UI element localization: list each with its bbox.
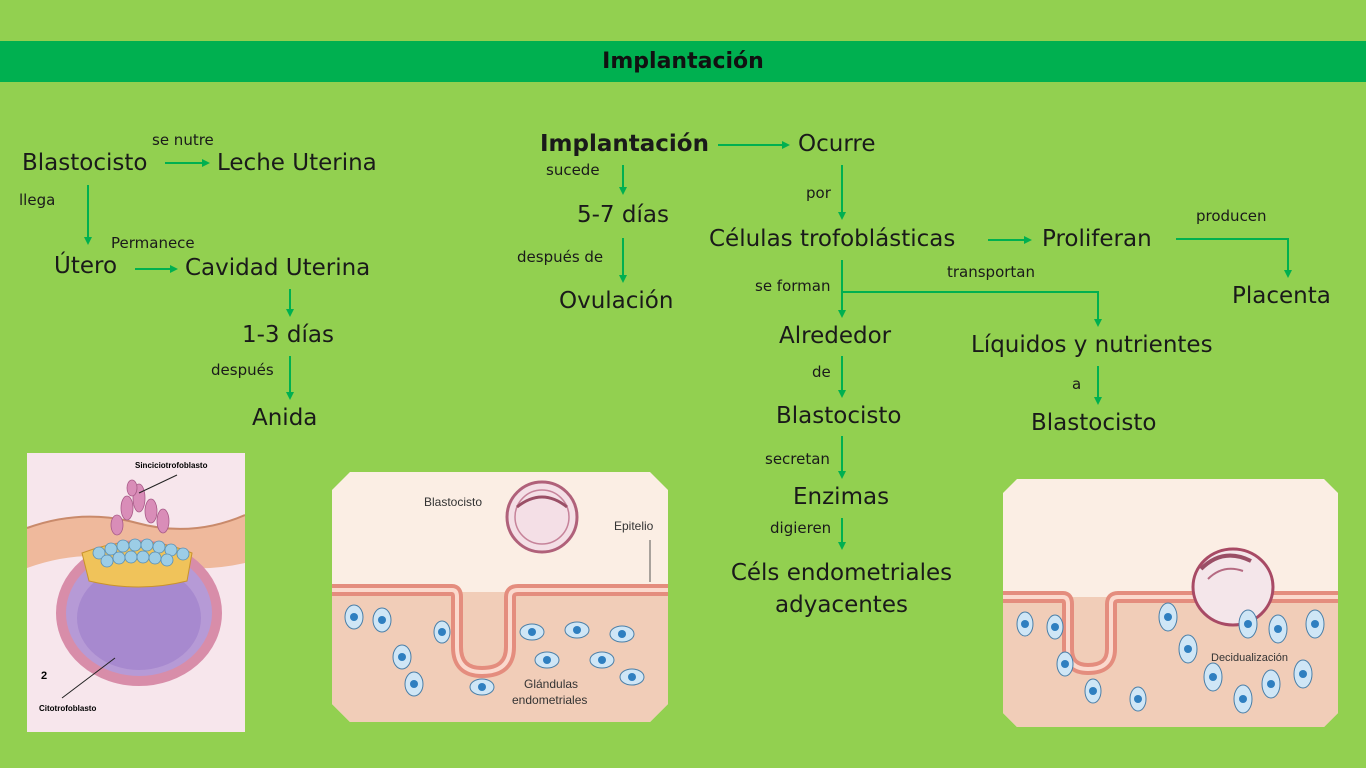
node-celulas-trofoblasticas: Células trofoblásticas [709,226,956,252]
label-a: a [1072,375,1082,393]
label-de: de [812,363,831,381]
node-utero: Útero [54,253,118,279]
node-liquidos-nutrientes: Líquidos y nutrientes [971,332,1213,358]
label-fig-blastocisto: Blastocisto [424,495,482,509]
node-cels-line2: adyacentes [775,592,908,618]
label-permanece: Permanece [111,234,195,252]
trophoblast-illustration: Sinciciotrofoblasto 2 Citotrofoblasto [27,453,245,732]
label-glandulas-1: Glándulas [524,677,578,691]
label-decidualizacion: Decidualización [1211,652,1288,664]
node-ovulacion: Ovulación [559,288,674,314]
arrow-proliferan-placenta [1176,238,1292,278]
label-sucede: sucede [546,161,600,179]
label-se-forman: se forman [755,277,831,295]
epithelium-illustration: Blastocisto Epitelio Glándulas endometri… [332,472,668,722]
label-epitelio: Epitelio [614,519,654,533]
node-alrededor: Alrededor [779,323,892,349]
node-placenta: Placenta [1232,283,1331,309]
node-proliferan: Proliferan [1042,226,1152,252]
node-cels-endometriales: Céls endometriales adyacentes [720,557,963,621]
node-5-7-dias: 5-7 días [577,202,669,228]
node-cavidad-uterina: Cavidad Uterina [185,255,371,281]
node-blastocisto: Blastocisto [22,150,148,176]
node-enzimas: Enzimas [793,484,890,510]
node-blastocisto-right-2: Blastocisto [1031,410,1157,436]
node-cels-line1: Céls endometriales [730,560,953,586]
node-ocurre: Ocurre [798,131,876,157]
label-secretan: secretan [765,450,830,468]
node-1-3-dias: 1-3 días [242,322,334,348]
label-producen: producen [1196,207,1267,225]
node-implantacion: Implantación [540,131,709,157]
label-por: por [806,184,831,202]
label-glandulas-2: endometriales [512,693,587,707]
node-blastocisto-right: Blastocisto [776,403,902,429]
label-se-nutre: se nutre [152,131,214,149]
node-leche-uterina: Leche Uterina [217,150,377,176]
label-citotrofoblasto: Citotrofoblasto [39,704,96,713]
title-bar: Implantación [0,41,1366,82]
page-title: Implantación [602,49,764,74]
label-despues: después [211,361,274,379]
label-despues-de: después de [517,248,604,266]
node-anida: Anida [252,405,318,431]
figure-number: 2 [41,670,47,682]
label-sinciciotrofoblasto: Sinciciotrofoblasto [135,461,208,470]
decidualization-illustration: Decidualización [1003,479,1338,727]
arrow-celulas-liquidos [842,291,1102,327]
label-llega: llega [19,191,56,209]
label-digieren: digieren [770,519,832,537]
label-transportan: transportan [947,263,1036,281]
